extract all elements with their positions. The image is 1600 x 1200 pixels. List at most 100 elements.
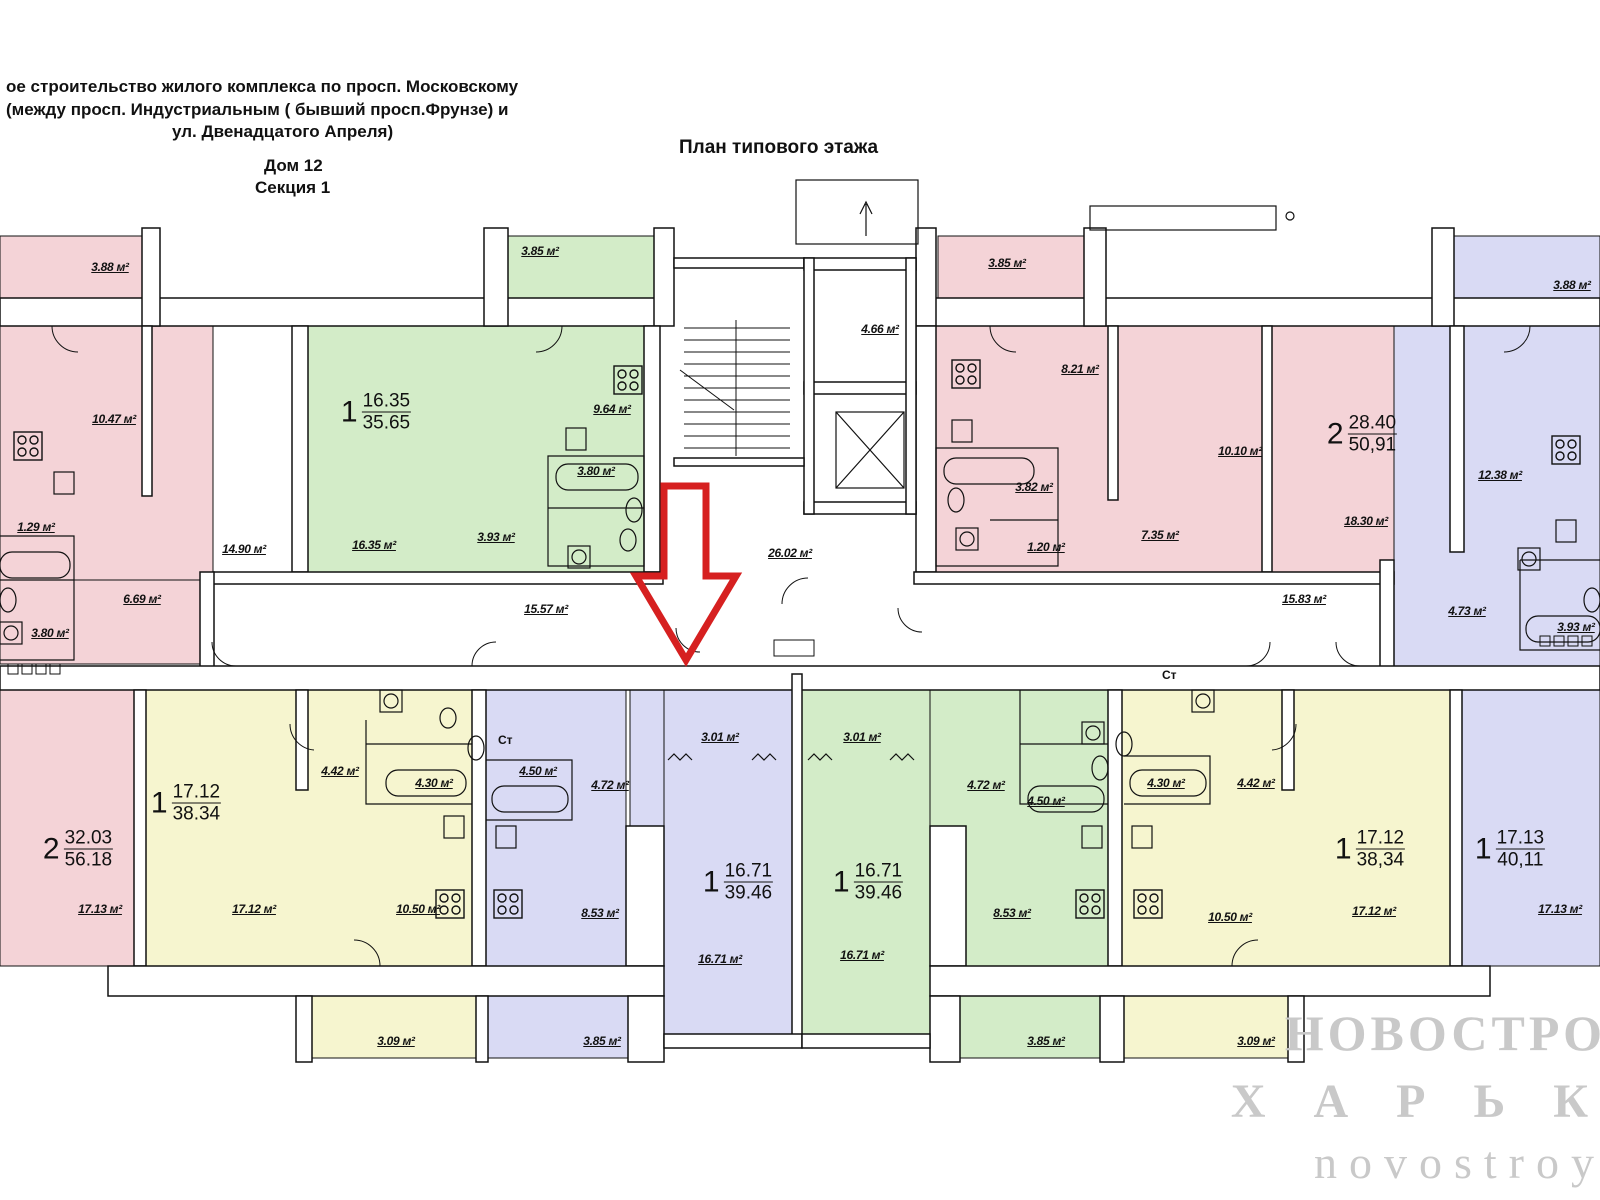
wall	[199, 571, 215, 673]
apartment-total-area: 35.65	[362, 412, 411, 434]
wall	[1281, 689, 1295, 791]
room-area-label: 10.50 м²	[396, 902, 440, 916]
room-area-label: 4.72 м²	[591, 778, 629, 792]
room-area-label: 3.80 м²	[577, 464, 615, 478]
bathroom-partition	[0, 535, 75, 661]
watermark-line-1: НОВОСТРО	[1284, 1005, 1600, 1061]
wall	[791, 673, 803, 1045]
fill-south-yellow-right	[1123, 995, 1289, 1059]
apartment-living-area: 32.03	[63, 827, 114, 850]
bathtub	[1129, 769, 1207, 797]
fill-north-right-lavender	[1453, 235, 1600, 299]
wall	[1107, 325, 1119, 501]
apartment-total-area: 56.18	[64, 849, 113, 871]
plan-title: План типового этажа	[679, 137, 879, 158]
fill-north-right-pink	[937, 235, 1085, 299]
room-area-label: 4.30 м²	[415, 776, 453, 790]
apartment-living-area: 17.13	[1495, 827, 1546, 850]
room-area-label: 14.90 м²	[222, 542, 266, 556]
fill-south-yellow-left	[145, 689, 485, 967]
stair-treads	[679, 320, 790, 456]
balcony-hook	[1285, 211, 1295, 221]
section-number: Секция 1	[255, 178, 331, 197]
watermark-line-3: novostroy	[1314, 1137, 1600, 1188]
room-area-label: 17.13 м²	[1538, 902, 1582, 916]
wall	[295, 689, 309, 791]
balcony-outline	[1089, 205, 1277, 231]
fill-south-green-mid	[957, 995, 1101, 1059]
wall	[625, 825, 665, 967]
apartment-rooms: 2	[42, 832, 60, 865]
wall	[929, 995, 961, 1063]
apartment-total-area: 40,11	[1497, 849, 1544, 871]
vent-shaft	[795, 179, 919, 245]
room-area-label: 8.53 м²	[993, 906, 1031, 920]
wall	[107, 965, 665, 997]
project-title-line-2: (между просп. Индустриальным ( бывший пр…	[6, 100, 509, 119]
room-area-label: 3.85 м²	[988, 256, 1026, 270]
wall	[803, 501, 917, 515]
apartment-living-area: 17.12	[1355, 827, 1406, 850]
room-area-label: 8.21 м²	[1061, 362, 1099, 376]
bathtub	[491, 785, 569, 813]
panel-icons	[7, 635, 1593, 675]
wall	[915, 227, 937, 327]
walls	[0, 227, 1600, 1063]
room-area-label: 3.93 м²	[1557, 620, 1595, 634]
apartment-total-area: 39.46	[854, 882, 903, 904]
wall	[673, 457, 805, 467]
bathtub	[943, 457, 1035, 485]
wall	[133, 689, 147, 967]
room-area-label: 10.50 м²	[1208, 910, 1252, 924]
apartment-total-area: 50,91	[1348, 434, 1397, 456]
fill-north-left-pink	[0, 325, 214, 581]
wall	[913, 571, 1395, 585]
wall	[663, 1033, 803, 1049]
apartment-rooms: 2	[1326, 417, 1344, 450]
wall	[905, 257, 917, 515]
room-area-label: 4.73 м²	[1448, 604, 1486, 618]
room-area-label: 16.71 м²	[840, 948, 884, 962]
room-area-label: 16.35 м²	[352, 538, 396, 552]
apartment-rooms: 1	[1474, 832, 1492, 865]
apartment-total-area: 39.46	[724, 882, 773, 904]
wall	[1449, 325, 1465, 553]
room-area-label: 6.69 м²	[123, 592, 161, 606]
fill-south-lavender-mid	[629, 689, 667, 827]
bathroom-partition	[365, 720, 472, 805]
room-area-label: 3.09 м²	[1237, 1034, 1275, 1048]
room-area-label: 9.64 м²	[593, 402, 631, 416]
wall	[1287, 995, 1305, 1063]
wall	[801, 1033, 931, 1049]
wall	[0, 297, 661, 327]
bathtub	[555, 463, 639, 491]
room-area-label: 4.30 м²	[1147, 776, 1185, 790]
bathtub	[385, 769, 467, 797]
washer-icons	[0, 527, 1541, 745]
fill-south-lavender-right	[1457, 689, 1600, 967]
wall	[929, 825, 967, 967]
room-area-label: 3.88 м²	[1553, 278, 1591, 292]
wall	[471, 689, 487, 967]
house-number: Дом 12	[264, 156, 323, 175]
room-area-label: 3.09 м²	[377, 1034, 415, 1048]
wall	[141, 325, 153, 497]
fill-south-lavender-mid	[485, 689, 627, 967]
riser-label-left: Ст	[498, 733, 513, 747]
room-area-label: 16.71 м²	[698, 952, 742, 966]
wall	[1083, 227, 1107, 327]
red-arrow	[629, 482, 743, 667]
wall	[212, 571, 664, 585]
apartment-rooms: 1	[1334, 832, 1352, 865]
bathroom-partition	[486, 759, 573, 821]
project-title-line-3: ул. Двенадцатого Апреля)	[172, 122, 394, 141]
room-area-label: 3.85 м²	[1027, 1034, 1065, 1048]
room-area-label: 17.12 м²	[1352, 904, 1396, 918]
wall	[1431, 227, 1455, 327]
fill-south-lavender-mid	[485, 995, 629, 1059]
